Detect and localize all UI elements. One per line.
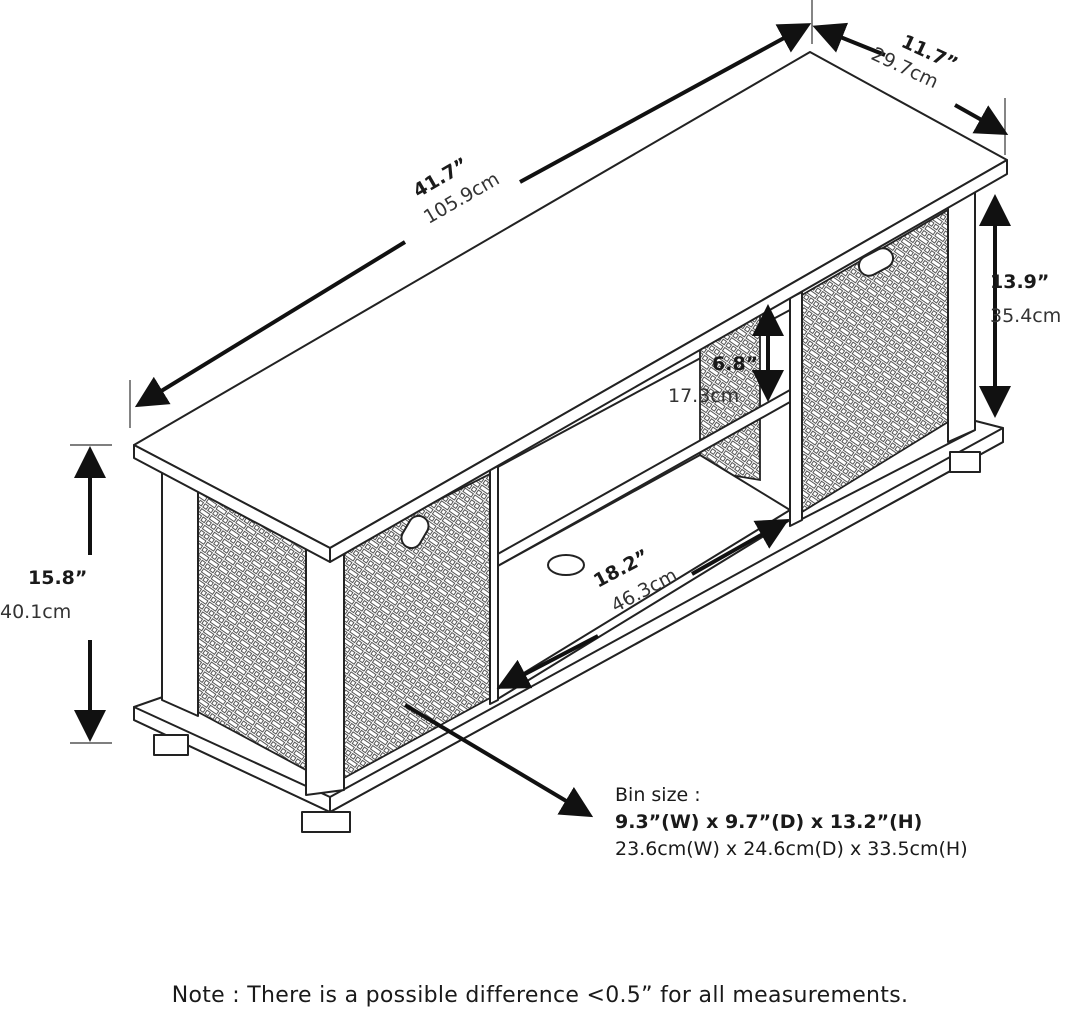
dimension-arrows [70,0,1011,818]
top-plank-side-edge [329,159,1008,563]
opening-arrow-right [691,519,790,576]
bin-size-cm: 23.6cm(W) x 24.6cm(D) x 33.5cm(H) [615,838,968,860]
left-post-back [161,469,199,717]
depth-arrow-left [812,22,886,57]
depth-arrow-right [954,103,1009,135]
length-arrow-right [519,23,812,184]
measurement-note: Note : There is a possible difference <0… [171,983,909,1008]
right-bin-handle [857,247,895,277]
side-height-inches: 13.9” [990,271,1049,293]
bin-size-callout: Bin size : 9.3”(W) x 9.7”(D) x 13.2”(H) … [615,782,968,863]
length-arrow-left [134,240,407,408]
right-post-front [947,189,976,443]
opening-arrow-left [496,634,599,689]
total-height-inches: 15.8” [28,567,87,589]
left-bin-handle [400,514,430,550]
left-post-front [305,544,345,796]
bin-leader-arrow [403,703,594,818]
foot-front-center [301,811,351,833]
foot-front-left [153,734,189,756]
side-height-cm: 35.4cm [990,305,1061,327]
total-height-cm: 40.1cm [0,601,71,623]
foot-back-right [949,451,981,473]
bin-size-title: Bin size : [615,784,701,806]
cable-hole-icon [547,554,585,576]
middle-divider-post [489,465,499,705]
base-plank-side [329,427,1004,813]
bin-size-inches: 9.3”(W) x 9.7”(D) x 13.2”(H) [615,811,923,833]
shelf-height-cm: 17.3cm [668,385,739,407]
tv-stand-illustration [133,51,1008,833]
shelf-height-inches: 6.8” [712,353,758,375]
right-post-inner [789,291,803,527]
